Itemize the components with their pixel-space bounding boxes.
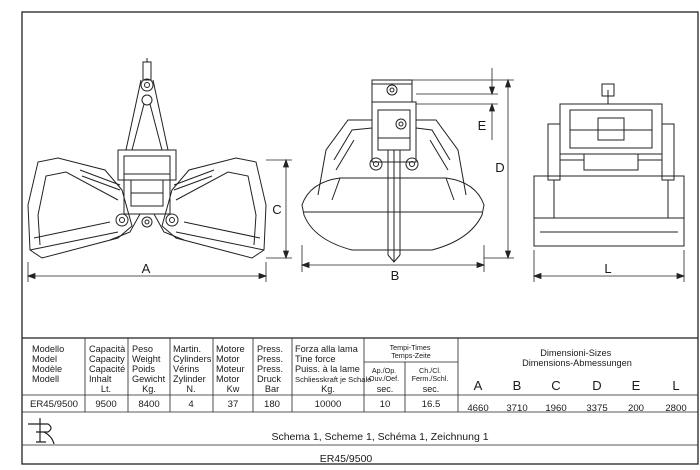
cell-tine-force: 10000 — [315, 399, 342, 410]
sheet-border — [21, 11, 699, 465]
header-model: Modello Model Modèle Modell — [32, 344, 67, 384]
dimension-c-label: C — [272, 202, 281, 217]
dimension-e-label: E — [478, 118, 487, 133]
dimension-a-label: A — [142, 261, 151, 276]
front-view-drawing — [27, 58, 267, 259]
end-view-drawing — [533, 83, 685, 247]
table-row: ER45/9500 9500 8400 4 37 180 10000 10 16… — [30, 399, 687, 414]
cell-dim-c: 1960 — [545, 403, 566, 414]
cell-dim-e: 200 — [628, 403, 644, 414]
dimension-e — [416, 68, 498, 140]
dimension-d — [412, 78, 514, 260]
dimension-b — [300, 245, 486, 272]
model-caption: ER45/9500 — [320, 453, 373, 465]
cell-motor: 37 — [228, 399, 239, 410]
spec-table-grid — [22, 338, 698, 446]
dim-letter-d: D — [592, 378, 601, 393]
company-logo-icon — [28, 418, 55, 445]
header-dimensions-title: Dimensioni-Sizes Dimensions-Abmessungen — [522, 348, 632, 368]
side-view-drawing — [301, 79, 485, 263]
dim-letter-e: E — [632, 378, 641, 393]
header-tine-force: Forza alla lama Tine force Puiss. à la l… — [295, 344, 374, 394]
dimension-a — [26, 262, 268, 282]
dim-letter-l: L — [672, 378, 679, 393]
cell-cylinders: 4 — [188, 399, 194, 410]
scheme-caption: Schema 1, Scheme 1, Schéma 1, Zeichnung … — [271, 431, 488, 443]
cell-dim-l: 2800 — [665, 403, 686, 414]
header-close-time: Ch./Cl. Ferm./Schl. sec. — [412, 366, 451, 394]
dimension-letters: A B C D E L — [474, 378, 680, 393]
dim-letter-c: C — [551, 378, 560, 393]
cell-dim-a: 4660 — [467, 403, 488, 414]
cell-weight: 8400 — [138, 399, 159, 410]
cell-capacity: 9500 — [95, 399, 116, 410]
dim-letter-a: A — [474, 378, 483, 393]
header-cylinders: Martin. Cylinders Vérins Zylinder N. — [173, 344, 214, 394]
cell-model: ER45/9500 — [30, 399, 78, 410]
cell-dim-d: 3375 — [586, 403, 607, 414]
cell-open-time: 10 — [380, 399, 391, 410]
dimension-l — [532, 250, 686, 282]
header-pressure: Press. Press. Press. Druck Bar — [257, 344, 286, 394]
dimension-d-label: D — [495, 160, 504, 175]
dimension-c — [266, 158, 292, 260]
header-motor: Motore Motor Moteur Motor Kw — [216, 344, 247, 394]
cell-dim-b: 3710 — [506, 403, 527, 414]
header-capacity: Capacità Capacity Capacité Inhalt Lt. — [89, 344, 128, 394]
header-open-time: Ap./Op. Ouv./Oef. sec. — [369, 366, 401, 394]
cell-close-time: 16.5 — [422, 399, 441, 410]
dimension-l-label: L — [604, 261, 611, 276]
header-weight: Peso Weight Poids Gewicht Kg. — [132, 344, 168, 394]
dim-letter-b: B — [513, 378, 522, 393]
dimension-b-label: B — [391, 268, 400, 283]
header-times-title: Tempi-Times Temps-Zeite — [390, 343, 433, 360]
cell-pressure: 180 — [264, 399, 280, 410]
